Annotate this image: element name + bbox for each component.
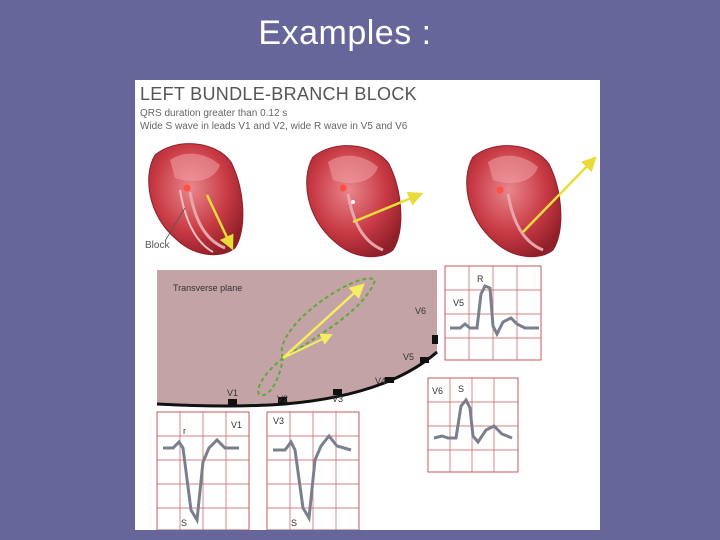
heart-diagram-2 — [306, 145, 424, 258]
ecg-v3-label: V3 — [273, 416, 284, 426]
lead-label-v3: V3 — [332, 394, 343, 404]
figure-title: LEFT BUNDLE-BRANCH BLOCK — [140, 84, 417, 104]
electrode-v2 — [278, 397, 287, 403]
ecg-v1-r-label: r — [183, 426, 186, 436]
figure-caption-line-1: QRS duration greater than 0.12 s — [140, 108, 288, 119]
electrode-v1 — [228, 399, 237, 405]
vector-loop-inner — [257, 355, 285, 397]
electrode-v5 — [420, 357, 429, 363]
depolarization-vector-2 — [352, 191, 424, 224]
ecg-panel-v3: V3 S — [266, 411, 360, 530]
heart-diagram-1 — [148, 143, 244, 256]
electrode-v4 — [385, 377, 394, 383]
slide-title: Examples : — [258, 14, 432, 52]
ecg-v5-label: V5 — [453, 298, 464, 308]
ecg-v5-r-label: R — [477, 274, 484, 284]
ecg-v1-s-label: S — [181, 518, 187, 528]
transverse-plane — [157, 270, 437, 406]
ecg-panel-v1: r V1 S — [156, 411, 250, 530]
ecg-panel-v5: V5 R — [444, 265, 542, 361]
electrode-v6 — [432, 335, 438, 344]
lbbb-illustration: Block Transverse plane V1 V2 V3 V4 V5 V6… — [145, 143, 597, 530]
depolarization-vector-1 — [205, 194, 234, 251]
figure-caption-line-2: Wide S wave in leads V1 and V2, wide R w… — [140, 121, 408, 132]
lead-label-v6: V6 — [415, 306, 426, 316]
ecg-v6-label: V6 — [432, 386, 443, 396]
ecg-v1-label: V1 — [231, 420, 242, 430]
lead-label-v1: V1 — [227, 388, 238, 398]
lead-label-v2: V2 — [277, 394, 288, 404]
depolarization-vector-3 — [522, 156, 597, 233]
block-label: Block — [145, 240, 170, 251]
lead-label-v4: V4 — [375, 376, 386, 386]
transverse-plane-label: Transverse plane — [173, 283, 242, 293]
ecg-v6-r-label: S — [458, 384, 464, 394]
ecg-v3-s-label: S — [291, 518, 297, 528]
lead-label-v5: V5 — [403, 352, 414, 362]
ecg-panel-v6: V6 S — [427, 377, 519, 473]
heart-diagram-3 — [466, 145, 597, 258]
electrode-v3 — [333, 389, 342, 395]
mean-vector-arrow — [282, 283, 365, 359]
lbbb-figure: LEFT BUNDLE-BRANCH BLOCK QRS duration gr… — [135, 80, 600, 530]
